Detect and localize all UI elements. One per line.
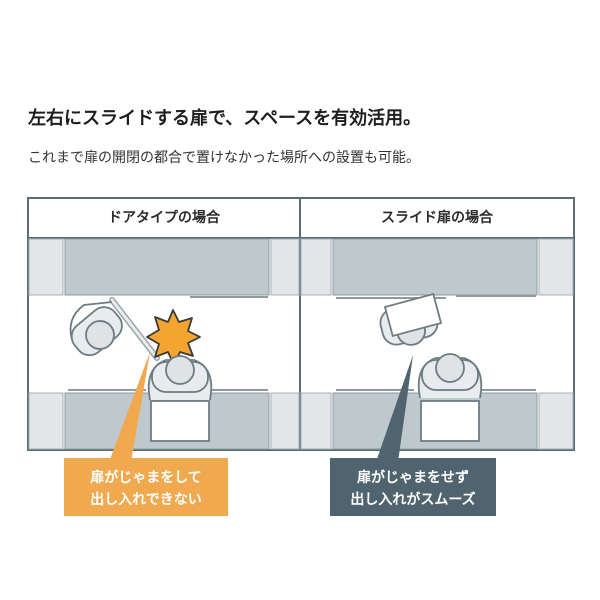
cabinet-bottom-left-end — [28, 392, 64, 450]
cabinet-bottom-right-end — [538, 392, 574, 450]
left-callout: 扉がじゃまをして 出し入れできない — [64, 458, 228, 516]
subline: これまで扉の開閉の都合で置けなかった場所への設置も可能。 — [28, 150, 420, 166]
cabinet-bottom-right-end — [270, 392, 300, 450]
drawer-box — [150, 400, 210, 442]
person-icon — [417, 353, 483, 399]
cabinet-top-left-end — [300, 238, 332, 296]
right-callout: 扉がじゃまをせず 出し入れがスムーズ — [330, 458, 496, 516]
left-callout-line2: 出し入れできない — [90, 492, 202, 508]
person-icon — [70, 306, 123, 357]
cabinet-top-right-end — [538, 238, 574, 296]
cabinet-bottom-left-end — [300, 392, 332, 450]
right-panel-title: スライド扉の場合 — [381, 210, 493, 226]
person-icon — [147, 355, 213, 401]
left-callout-pointer — [109, 352, 150, 462]
cabinet-top-right-end — [270, 238, 300, 296]
left-panel-title: ドアタイプの場合 — [108, 210, 220, 226]
right-callout-pointer — [376, 355, 413, 462]
right-callout-line2: 出し入れがスムーズ — [350, 492, 476, 508]
left-callout-line1: 扉がじゃまをして — [90, 470, 202, 486]
cabinet-top-main — [332, 238, 538, 296]
headline: 左右にスライドする扉で、スペースを有効活用。 — [28, 108, 422, 129]
cabinet-top-left-main — [64, 238, 270, 296]
right-panel-floor-plan — [300, 238, 574, 450]
drawer-box — [420, 400, 480, 442]
right-callout-line1: 扉がじゃまをせず — [357, 470, 469, 486]
cabinet-top-left-end — [28, 238, 64, 296]
left-panel-floor-plan — [28, 238, 300, 450]
